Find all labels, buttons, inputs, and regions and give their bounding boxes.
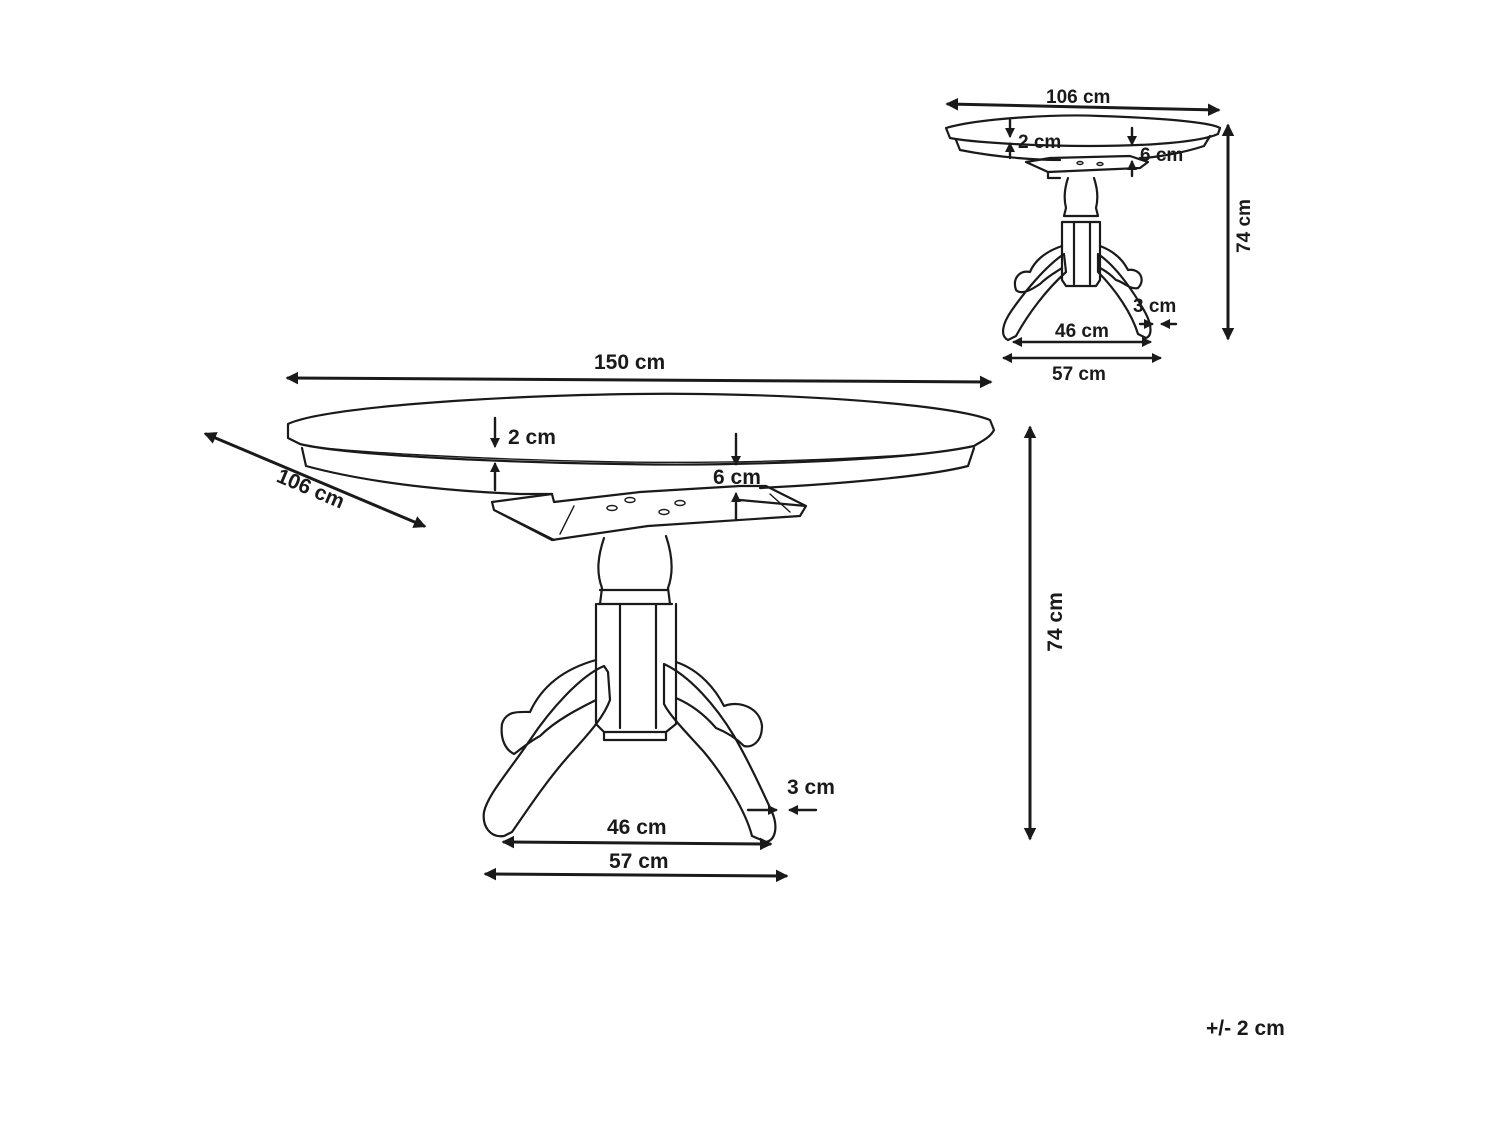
small-legs bbox=[1002, 244, 1152, 342]
small-under-frame bbox=[1024, 154, 1150, 180]
large-inner-base-label: 46 cm bbox=[607, 816, 667, 839]
small-height-label: 74 cm bbox=[1234, 199, 1255, 253]
small-table-drawing: 106 cm 2 cm 6 cm 74 cm 3 cm 46 cm 57 cm bbox=[944, 87, 1255, 385]
large-leg-front-right bbox=[662, 662, 777, 844]
small-top-thickness-label: 2 cm bbox=[1018, 132, 1061, 153]
large-pedestal bbox=[594, 534, 678, 742]
large-outer-base-label: 57 cm bbox=[609, 850, 669, 873]
large-top-thickness-label: 2 cm bbox=[508, 426, 556, 449]
large-leg-back-right bbox=[674, 660, 764, 748]
small-tabletop bbox=[944, 114, 1222, 148]
large-leg-front-left bbox=[482, 664, 612, 838]
small-inner-base-label: 46 cm bbox=[1055, 321, 1109, 342]
small-outer-base-label: 57 cm bbox=[1052, 364, 1106, 385]
large-under-frame bbox=[490, 484, 808, 542]
large-tabletop bbox=[286, 392, 996, 466]
tolerance-note: +/- 2 cm bbox=[1206, 1017, 1285, 1040]
large-height-label: 74 cm bbox=[1044, 592, 1067, 652]
small-apron-label: 6 cm bbox=[1140, 145, 1183, 166]
large-width-label: 106 cm bbox=[273, 465, 348, 514]
small-width-label: 106 cm bbox=[1046, 87, 1110, 108]
large-length-label: 150 cm bbox=[594, 351, 665, 374]
large-foot-label: 3 cm bbox=[787, 776, 835, 799]
small-pedestal bbox=[1060, 176, 1102, 288]
small-foot-label: 3 cm bbox=[1133, 296, 1176, 317]
large-apron-label: 6 cm bbox=[713, 466, 761, 489]
large-leg-back-left bbox=[500, 658, 598, 756]
large-table-drawing: 150 cm 106 cm 2 cm 6 cm 74 cm 3 cm 46 cm… bbox=[203, 351, 1067, 883]
